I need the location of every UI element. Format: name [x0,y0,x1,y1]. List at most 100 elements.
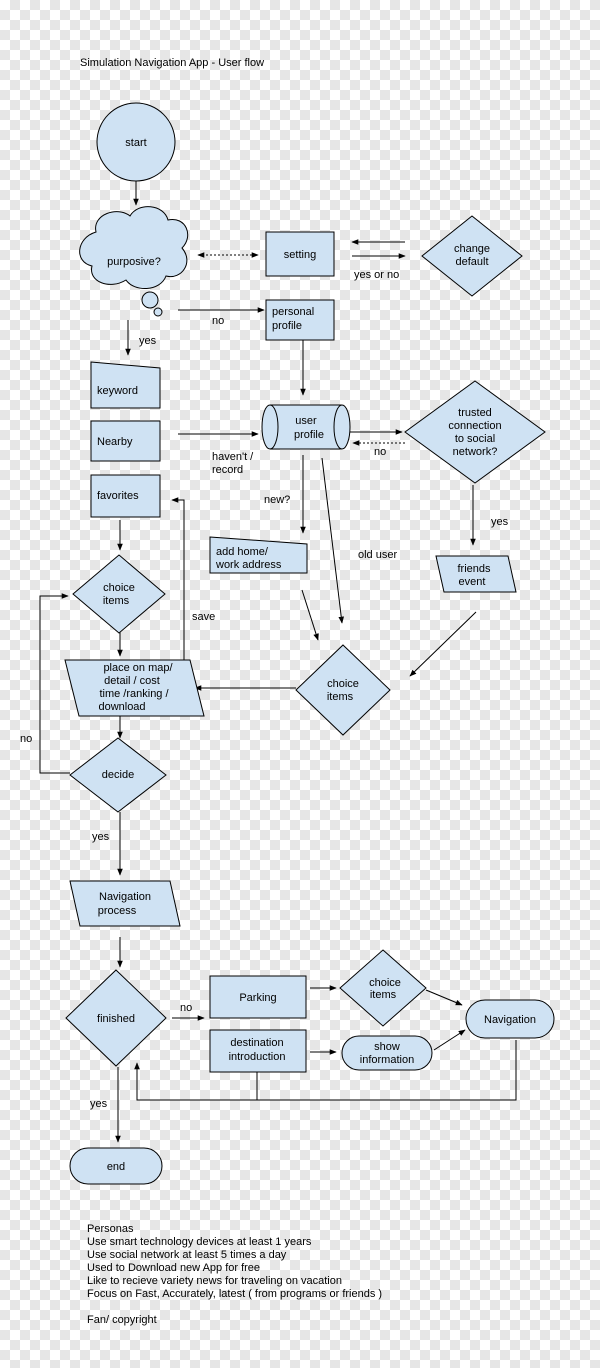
show-information-node: show information [341,1035,433,1071]
persona-line: Used to Download new App for free [87,1262,260,1274]
trusted-label-4: network? [453,446,498,458]
change-default-node: change default [421,215,523,297]
user-profile-label-2: profile [294,429,324,441]
choice-mid-label-1: choice [327,678,359,690]
user-profile-body [270,405,342,449]
label-no-decide: no [20,733,32,745]
label-save: save [192,611,215,623]
edge-labels: yes or no no yes haven't / record no yes… [20,269,509,1110]
label-yes-or-no: yes or no [354,269,399,281]
start-label: start [125,137,146,149]
choice-items-mid-diamond [295,644,391,736]
choice-items-bottom-diamond [339,949,427,1027]
edge-friends-choice [409,611,477,677]
favorites-label: favorites [97,490,139,502]
change-default-label-2: default [455,256,488,268]
user-profile-left-cap [261,404,279,450]
friends-event-label-2: event [459,576,486,588]
personal-profile-node: personal profile [265,299,335,341]
label-yes-keyword: yes [139,335,157,347]
end-box [69,1147,163,1185]
show-label-1: show [374,1041,400,1053]
purposive-node: purposive? [79,206,189,317]
keyword-label: keyword [97,385,138,397]
navigation-process-shape [69,880,181,927]
navigation-process-node: Navigation process [69,880,181,927]
purposive-cloud [79,206,189,289]
favorites-box [90,474,161,518]
personal-profile-label-1: personal [272,306,314,318]
end-label: end [107,1161,125,1173]
choice-bottom-label-1: choice [369,977,401,989]
diagram-title: Simulation Navigation App - User flow [80,57,264,69]
edge-choice-navigation [425,989,463,1006]
choice-items-mid-node: choice items [295,644,391,736]
personas-notes: Personas Use smart technology devices at… [87,1223,382,1326]
friends-event-shape [435,555,517,593]
keyword-node: keyword [90,361,161,409]
setting-box [265,231,335,277]
decide-label: decide [102,769,134,781]
favorites-node: favorites [90,474,161,518]
choice-left-label-2: items [103,595,130,607]
choice-items-left-diamond [72,554,166,634]
dest-label-1: destination [230,1037,283,1049]
trusted-connection-node: trusted connection to social network? [404,380,546,484]
change-default-diamond [421,215,523,297]
navigation-label: Navigation [484,1014,536,1026]
change-default-label-1: change [454,243,490,255]
trusted-label-1: trusted [458,407,492,419]
decide-diamond [69,737,167,813]
start-node: start [96,102,176,182]
setting-node: setting [265,231,335,277]
edges [39,180,517,1143]
purposive-bubble-large [141,291,159,309]
choice-left-label-1: choice [103,582,135,594]
add-home-label-2: work address [215,559,282,571]
edge-show-navigation [433,1029,466,1051]
destination-intro-node: destination introduction [209,1029,307,1073]
add-home-shape [209,536,308,574]
parking-box [209,975,307,1019]
choice-items-bottom-node: choice items [339,949,427,1027]
navproc-label-2: process [98,905,137,917]
label-yes-decide: yes [92,831,110,843]
navproc-label-1: Navigation [99,891,151,903]
place-on-map-node: place on map/ detail / cost time /rankin… [64,659,205,717]
place-label-4: download [98,701,145,713]
show-information-box [341,1035,433,1071]
nearby-label: Nearby [97,436,133,448]
choice-items-left-node: choice items [72,554,166,634]
purposive-label: purposive? [107,256,161,268]
setting-label: setting [284,249,316,261]
label-yes-finished: yes [90,1098,108,1110]
label-havent-1: haven't / [212,451,254,463]
show-label-2: information [360,1054,414,1066]
place-label-3: time /ranking / [99,688,169,700]
trusted-connection-diamond [404,380,546,484]
trusted-label-2: connection [448,420,501,432]
label-no-trusted: no [374,446,386,458]
edge-save-favorites [171,497,185,660]
purposive-bubble-small [153,307,163,317]
label-old-user: old user [358,549,397,561]
label-no-profile: no [212,315,224,327]
label-no-finished: no [180,1002,192,1014]
persona-line: Use smart technology devices at least 1 … [87,1236,312,1248]
personal-profile-box [265,299,335,341]
label-yes-trusted: yes [491,516,509,528]
edge-userprofile-choice [321,457,345,624]
place-on-map-shape [64,659,205,717]
personal-profile-label-2: profile [272,320,302,332]
start-circle [96,102,176,182]
dest-label-2: introduction [229,1051,286,1063]
navigation-box [465,999,555,1039]
user-profile-label-1: user [295,415,317,427]
decide-node: decide [69,737,167,813]
finished-label: finished [97,1013,135,1025]
persona-line: Like to recieve variety news for traveli… [87,1275,342,1287]
finished-diamond [65,969,167,1067]
user-profile-node: user profile [261,404,351,450]
parking-node: Parking [209,975,307,1019]
